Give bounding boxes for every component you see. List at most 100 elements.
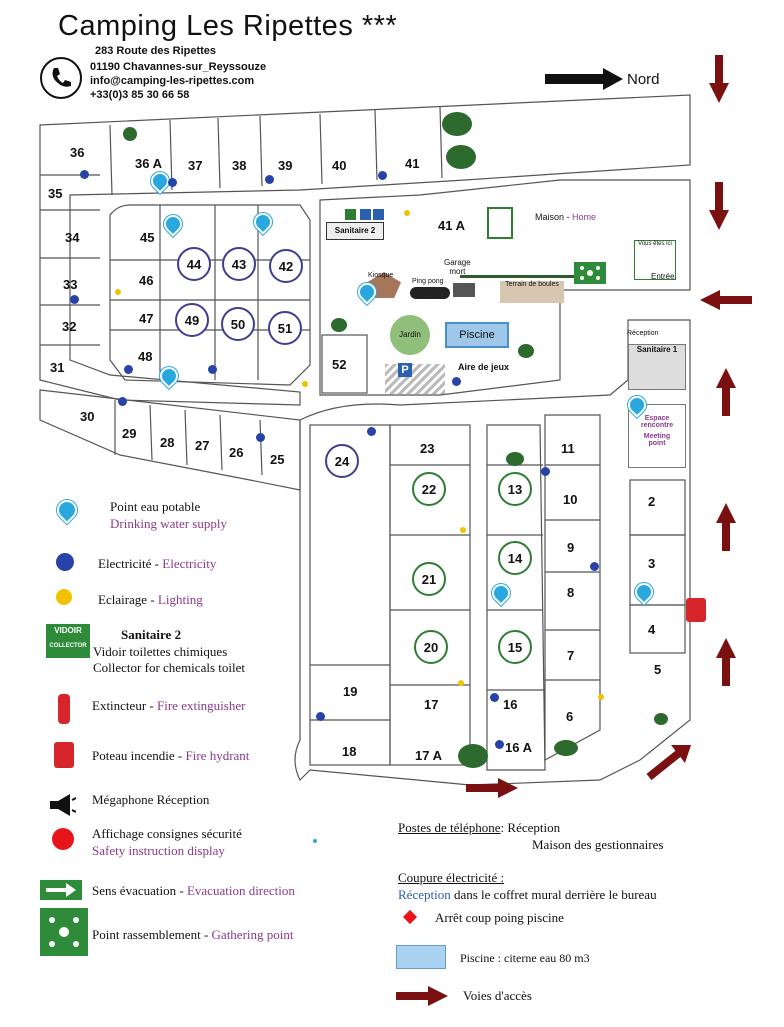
phones-line2: Maison des gestionnaires xyxy=(532,837,664,852)
kiosque-label: Kiosque xyxy=(368,272,394,279)
piscine: Piscine xyxy=(445,322,509,348)
access-arrow-icon xyxy=(700,290,752,315)
tree-icon xyxy=(518,344,534,358)
gathering-point-icon xyxy=(574,262,606,284)
ring-lot: 22 xyxy=(412,472,446,506)
pingpong-label: Ping pong xyxy=(412,278,444,285)
terrain-boules: Terrain de boules xyxy=(500,281,564,303)
lot-label: 28 xyxy=(160,435,175,450)
access-label: Voies d'accès xyxy=(463,988,532,1003)
wheelchair-icon xyxy=(360,209,371,220)
legend-water-fr: Point eau potable xyxy=(110,499,201,514)
lot-label: 2 xyxy=(648,494,656,509)
legend-vidoir-fr: Vidoir toilettes chimiques xyxy=(93,644,228,659)
tree-icon xyxy=(506,452,524,466)
ring-lot: 21 xyxy=(412,562,446,596)
electricity-icon xyxy=(590,562,599,571)
lot-label: 35 xyxy=(48,186,63,201)
lot-label: 9 xyxy=(567,540,575,555)
pingpong-table xyxy=(410,287,450,299)
vous-etes-ici-sign: Vous êtes ici xyxy=(634,240,676,280)
fire-hydrant-icon xyxy=(686,598,706,622)
sanitaire1-building: Sanitaire 1 xyxy=(628,344,686,390)
pool-stop: Arrêt coup poing piscine xyxy=(435,910,564,925)
lot-label: 31 xyxy=(50,360,65,375)
electricity-icon xyxy=(452,377,461,386)
lot-label: 11 xyxy=(561,441,575,456)
lot-label: 8 xyxy=(567,585,575,600)
lot-label: 6 xyxy=(566,709,574,724)
ring-lot: 42 xyxy=(269,249,303,283)
legend-hydrant: Poteau incendie - Fire hydrant xyxy=(92,748,250,763)
maison-label: Maison - Home xyxy=(535,212,597,222)
tree-icon xyxy=(123,127,137,141)
tree-icon xyxy=(331,318,347,332)
lot-label: 40 xyxy=(332,158,347,173)
lot-label: 30 xyxy=(80,409,95,424)
access-arrow-icon xyxy=(396,986,448,1011)
lot-label: 38 xyxy=(232,158,247,173)
sanitaire2-building: Sanitaire 2 xyxy=(326,222,384,240)
phone-number: +33(0)3 85 30 66 58 xyxy=(90,89,190,101)
lighting-icon xyxy=(460,527,466,533)
jardin: Jardin xyxy=(390,315,430,355)
lot-label: 36 xyxy=(70,145,85,160)
lot-label: 32 xyxy=(62,319,77,334)
page-title: Camping Les Ripettes *** xyxy=(58,10,398,42)
cut-text: Réception dans le coffret mural derrière… xyxy=(398,887,657,902)
vidoir-icon xyxy=(345,209,356,220)
lot-label: 27 xyxy=(195,438,210,453)
tree-icon xyxy=(442,112,472,136)
access-arrow-icon xyxy=(466,778,518,803)
lot-label: 17 A xyxy=(415,748,442,763)
electricity-icon xyxy=(56,553,74,571)
fire-extinguisher-icon xyxy=(58,694,70,724)
address-line2: 01190 Chavannes-sur_Reyssouze xyxy=(90,61,267,73)
electricity-icon xyxy=(168,178,177,187)
electricity-icon xyxy=(378,171,387,180)
lot-label: 36 A xyxy=(135,156,162,171)
evacuation-arrow-icon xyxy=(40,880,82,900)
garage-box xyxy=(453,283,475,297)
electricity-icon xyxy=(541,467,550,476)
electricity-icon xyxy=(265,175,274,184)
access-arrow-icon xyxy=(645,745,691,786)
electricity-icon xyxy=(256,433,265,442)
legend-water-en: Drinking water supply xyxy=(110,516,227,531)
lot-label: 46 xyxy=(139,273,154,288)
lot-label: 45 xyxy=(140,230,155,245)
safety-display-icon xyxy=(52,828,74,850)
legend-megaphone: Mégaphone Réception xyxy=(92,792,210,807)
access-arrow-icon xyxy=(716,368,736,421)
ring-lot: 24 xyxy=(325,444,359,478)
access-arrow-icon xyxy=(709,182,729,235)
legend-extinguisher: Extincteur - Fire extinguisher xyxy=(92,698,246,713)
lot-label: 23 xyxy=(420,441,435,456)
lighting-icon xyxy=(115,289,121,295)
lighting-icon xyxy=(302,381,308,387)
reception-label: Réception xyxy=(627,330,659,337)
access-arrow-icon xyxy=(709,55,729,108)
ring-lot: 51 xyxy=(268,311,302,345)
lot-label: 16 xyxy=(503,697,518,712)
electricity-icon xyxy=(316,712,325,721)
tree-icon xyxy=(446,145,476,169)
lot-label: 5 xyxy=(654,662,662,677)
electricity-icon xyxy=(70,295,79,304)
phone-icon xyxy=(40,57,82,99)
phones-info: Postes de téléphone: Réception xyxy=(398,820,561,835)
megaphone-icon xyxy=(46,792,77,823)
ring-lot: 15 xyxy=(498,630,532,664)
ring-lot: 44 xyxy=(177,247,211,281)
legend-lighting: Eclairage - Lighting xyxy=(98,592,203,607)
toilet-icon xyxy=(373,209,384,220)
ring-lot: 49 xyxy=(175,303,209,337)
address-line1: 283 Route des Ripettes xyxy=(95,45,217,57)
ring-lot: 20 xyxy=(414,630,448,664)
lot-label: 7 xyxy=(567,648,575,663)
legend-safety-fr: Affichage consignes sécurité xyxy=(92,826,242,841)
lighting-icon xyxy=(404,210,410,216)
lot-label: 18 xyxy=(342,744,357,759)
lot-label: 41 xyxy=(405,156,420,171)
